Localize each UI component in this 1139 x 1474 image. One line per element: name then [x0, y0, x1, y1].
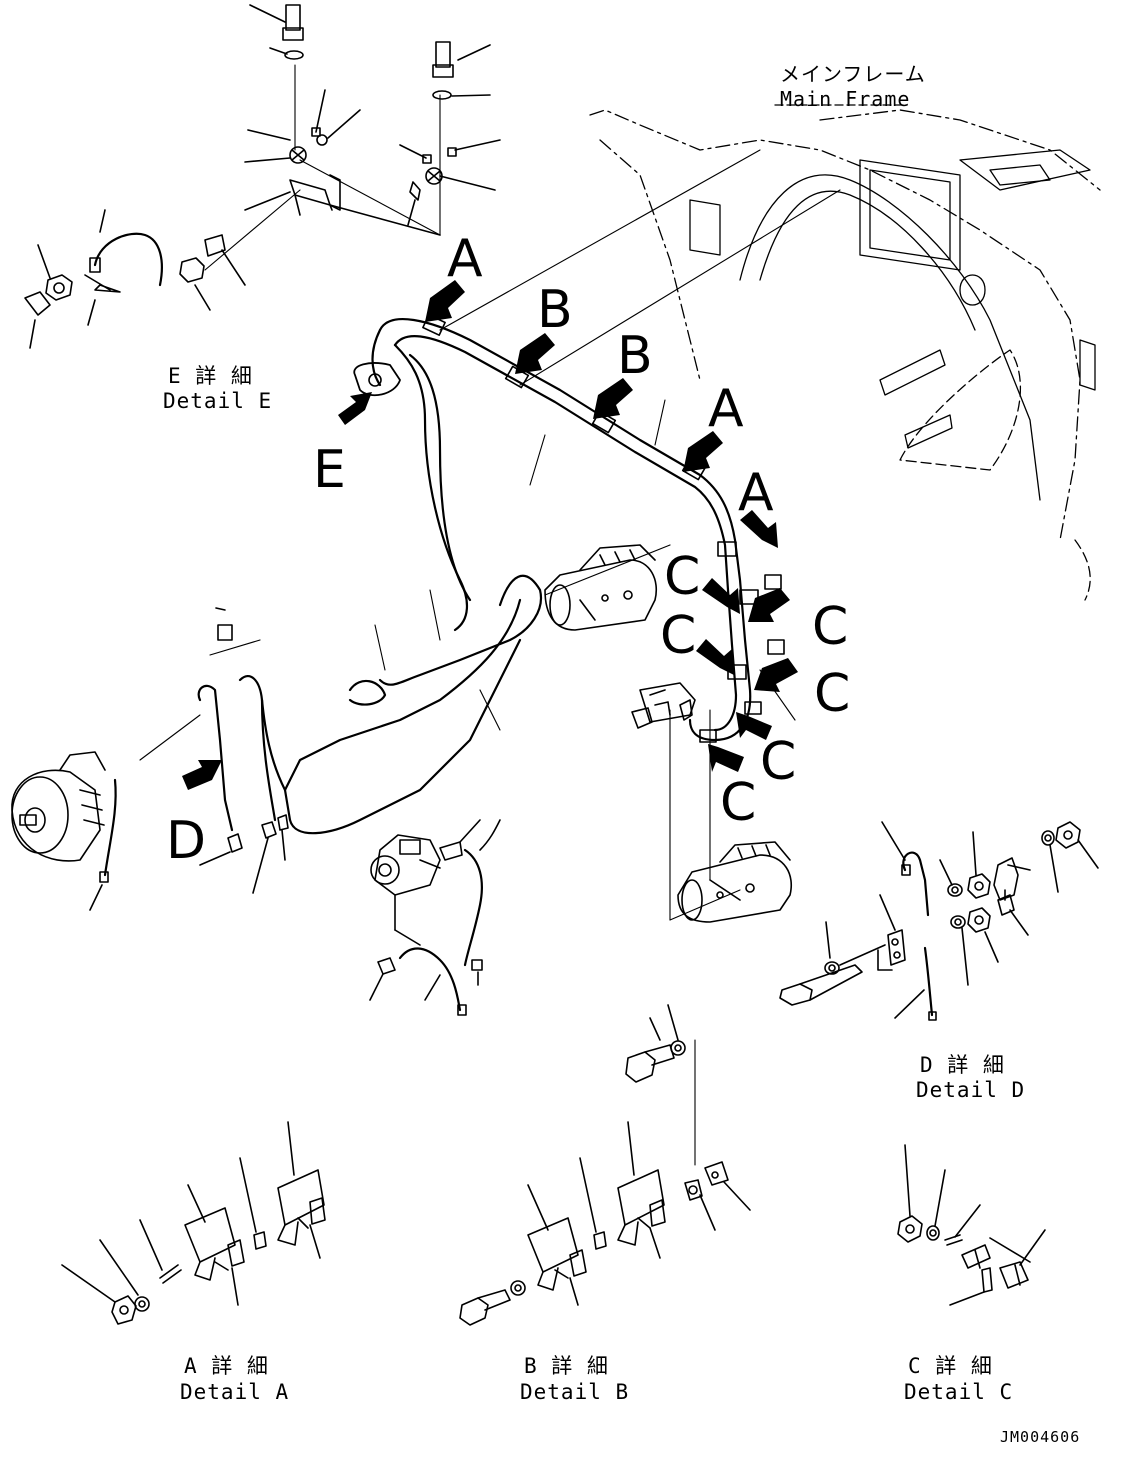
arrow-e [338, 392, 372, 425]
arrow-c5 [736, 712, 772, 740]
detail-e-label-en: Detail E [163, 389, 273, 413]
callout-c-3: C [660, 606, 697, 666]
main-frame-label-en: Main Frame [780, 87, 911, 111]
main-frame-outline [589, 104, 1101, 601]
leader-lines [139, 64, 841, 1166]
detail-c-drawing [897, 1144, 1046, 1306]
alternator-parts [199, 607, 289, 894]
detail-a-drawing [61, 1121, 326, 1325]
arrow-b2 [593, 378, 633, 419]
starter-motor [544, 544, 657, 631]
detail-d-label-en: Detail D [916, 1078, 1026, 1102]
detail-c-label-jp: C 詳 細 [908, 1354, 993, 1378]
callout-b-1: B [537, 280, 573, 340]
arrow-b1 [515, 333, 555, 374]
detail-d-label-jp: D 詳 細 [920, 1053, 1005, 1077]
callout-c-5: C [760, 732, 797, 792]
callout-a-3: A [738, 463, 774, 523]
main-frame-label-jp: メインフレーム [780, 62, 926, 86]
callout-c-6: C [720, 773, 757, 833]
callout-b-2: B [617, 326, 653, 386]
drawing-code: JM004606 [1000, 1428, 1081, 1446]
arrow-a3 [740, 510, 778, 548]
arrow-c3 [696, 639, 734, 675]
callout-c-1: C [664, 547, 701, 607]
callout-c-4: C [814, 664, 851, 724]
arrow-c4 [754, 658, 798, 692]
bracket-c-area [631, 682, 696, 729]
relay-assembly [369, 819, 501, 1016]
callout-c-2: C [812, 597, 849, 657]
arrow-c6 [708, 744, 744, 772]
alternator [11, 751, 117, 911]
detail-a-label-jp: A 詳 細 [184, 1354, 269, 1378]
detail-c-label-en: Detail C [904, 1380, 1014, 1404]
arrow-a2 [683, 431, 723, 472]
main-harness [197, 318, 752, 835]
starter-motor-2 [677, 841, 792, 923]
detail-e-label-jp: E 詳 細 [168, 364, 253, 388]
callout-arrows [182, 280, 798, 790]
callout-d: D [166, 811, 207, 871]
callout-e: E [313, 440, 346, 500]
callout-a-1: A [447, 229, 483, 289]
detail-a-label-en: Detail A [180, 1380, 290, 1404]
arrow-d [182, 760, 222, 790]
detail-b-label-en: Detail B [520, 1380, 630, 1404]
arrow-a1 [425, 280, 465, 322]
detail-b-label-jp: B 詳 細 [524, 1354, 609, 1378]
callout-a-2: A [708, 379, 744, 439]
arrow-c2 [748, 588, 790, 622]
detail-b-drawing [459, 1004, 751, 1326]
arrow-c1 [702, 578, 740, 614]
detail-d-drawing [779, 821, 1099, 1021]
detail-e-drawing [24, 4, 501, 397]
